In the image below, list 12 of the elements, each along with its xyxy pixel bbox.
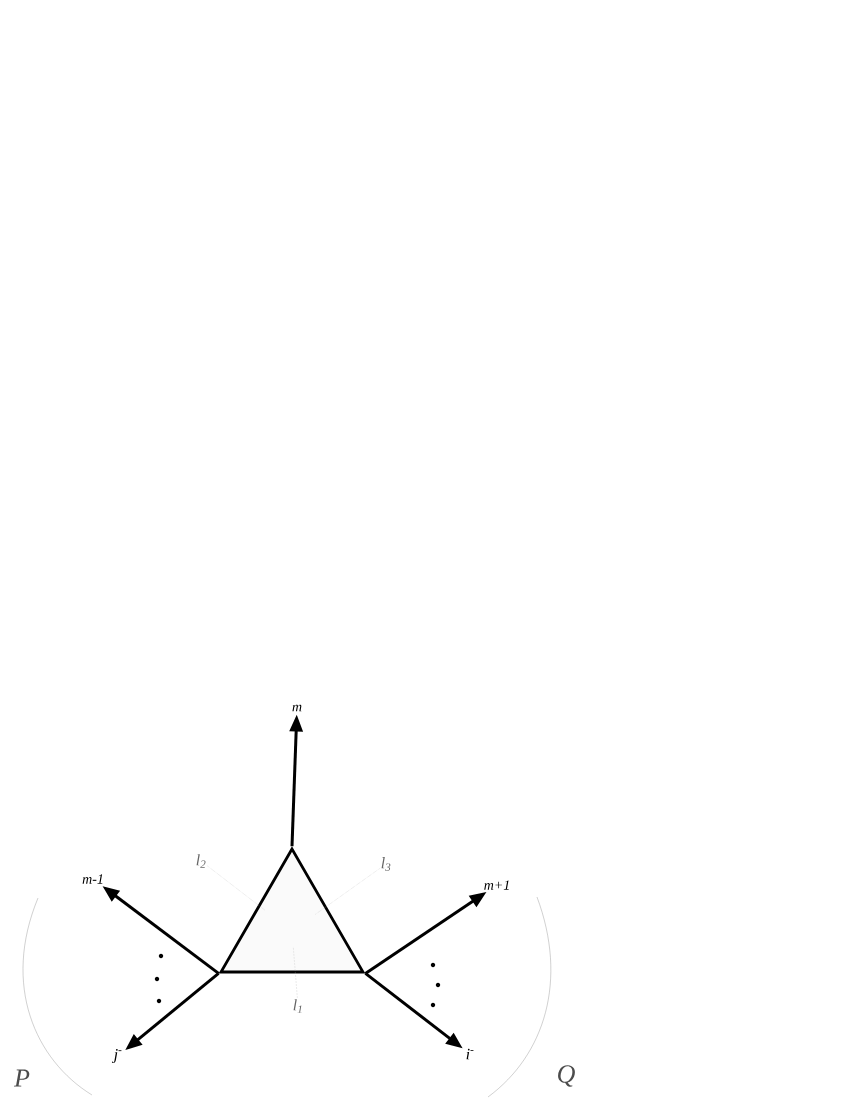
line-label: l$_{2}$ xyxy=(196,854,206,868)
arrow-label: m-1 xyxy=(82,874,103,884)
leader-line xyxy=(293,946,298,999)
region-label: Q xyxy=(558,1065,575,1087)
arrow-label: i$^{-}$ xyxy=(466,1048,474,1060)
arrow-label: m+1 xyxy=(484,880,509,890)
leader-line xyxy=(207,865,266,911)
arrow-label: m xyxy=(292,704,302,712)
region-label: P xyxy=(13,1069,30,1087)
line-label: l$_{3}$ xyxy=(381,857,391,871)
arrow-label: j$^{-}$ xyxy=(111,1049,122,1063)
line-label: l$_{1}$ xyxy=(293,999,302,1013)
